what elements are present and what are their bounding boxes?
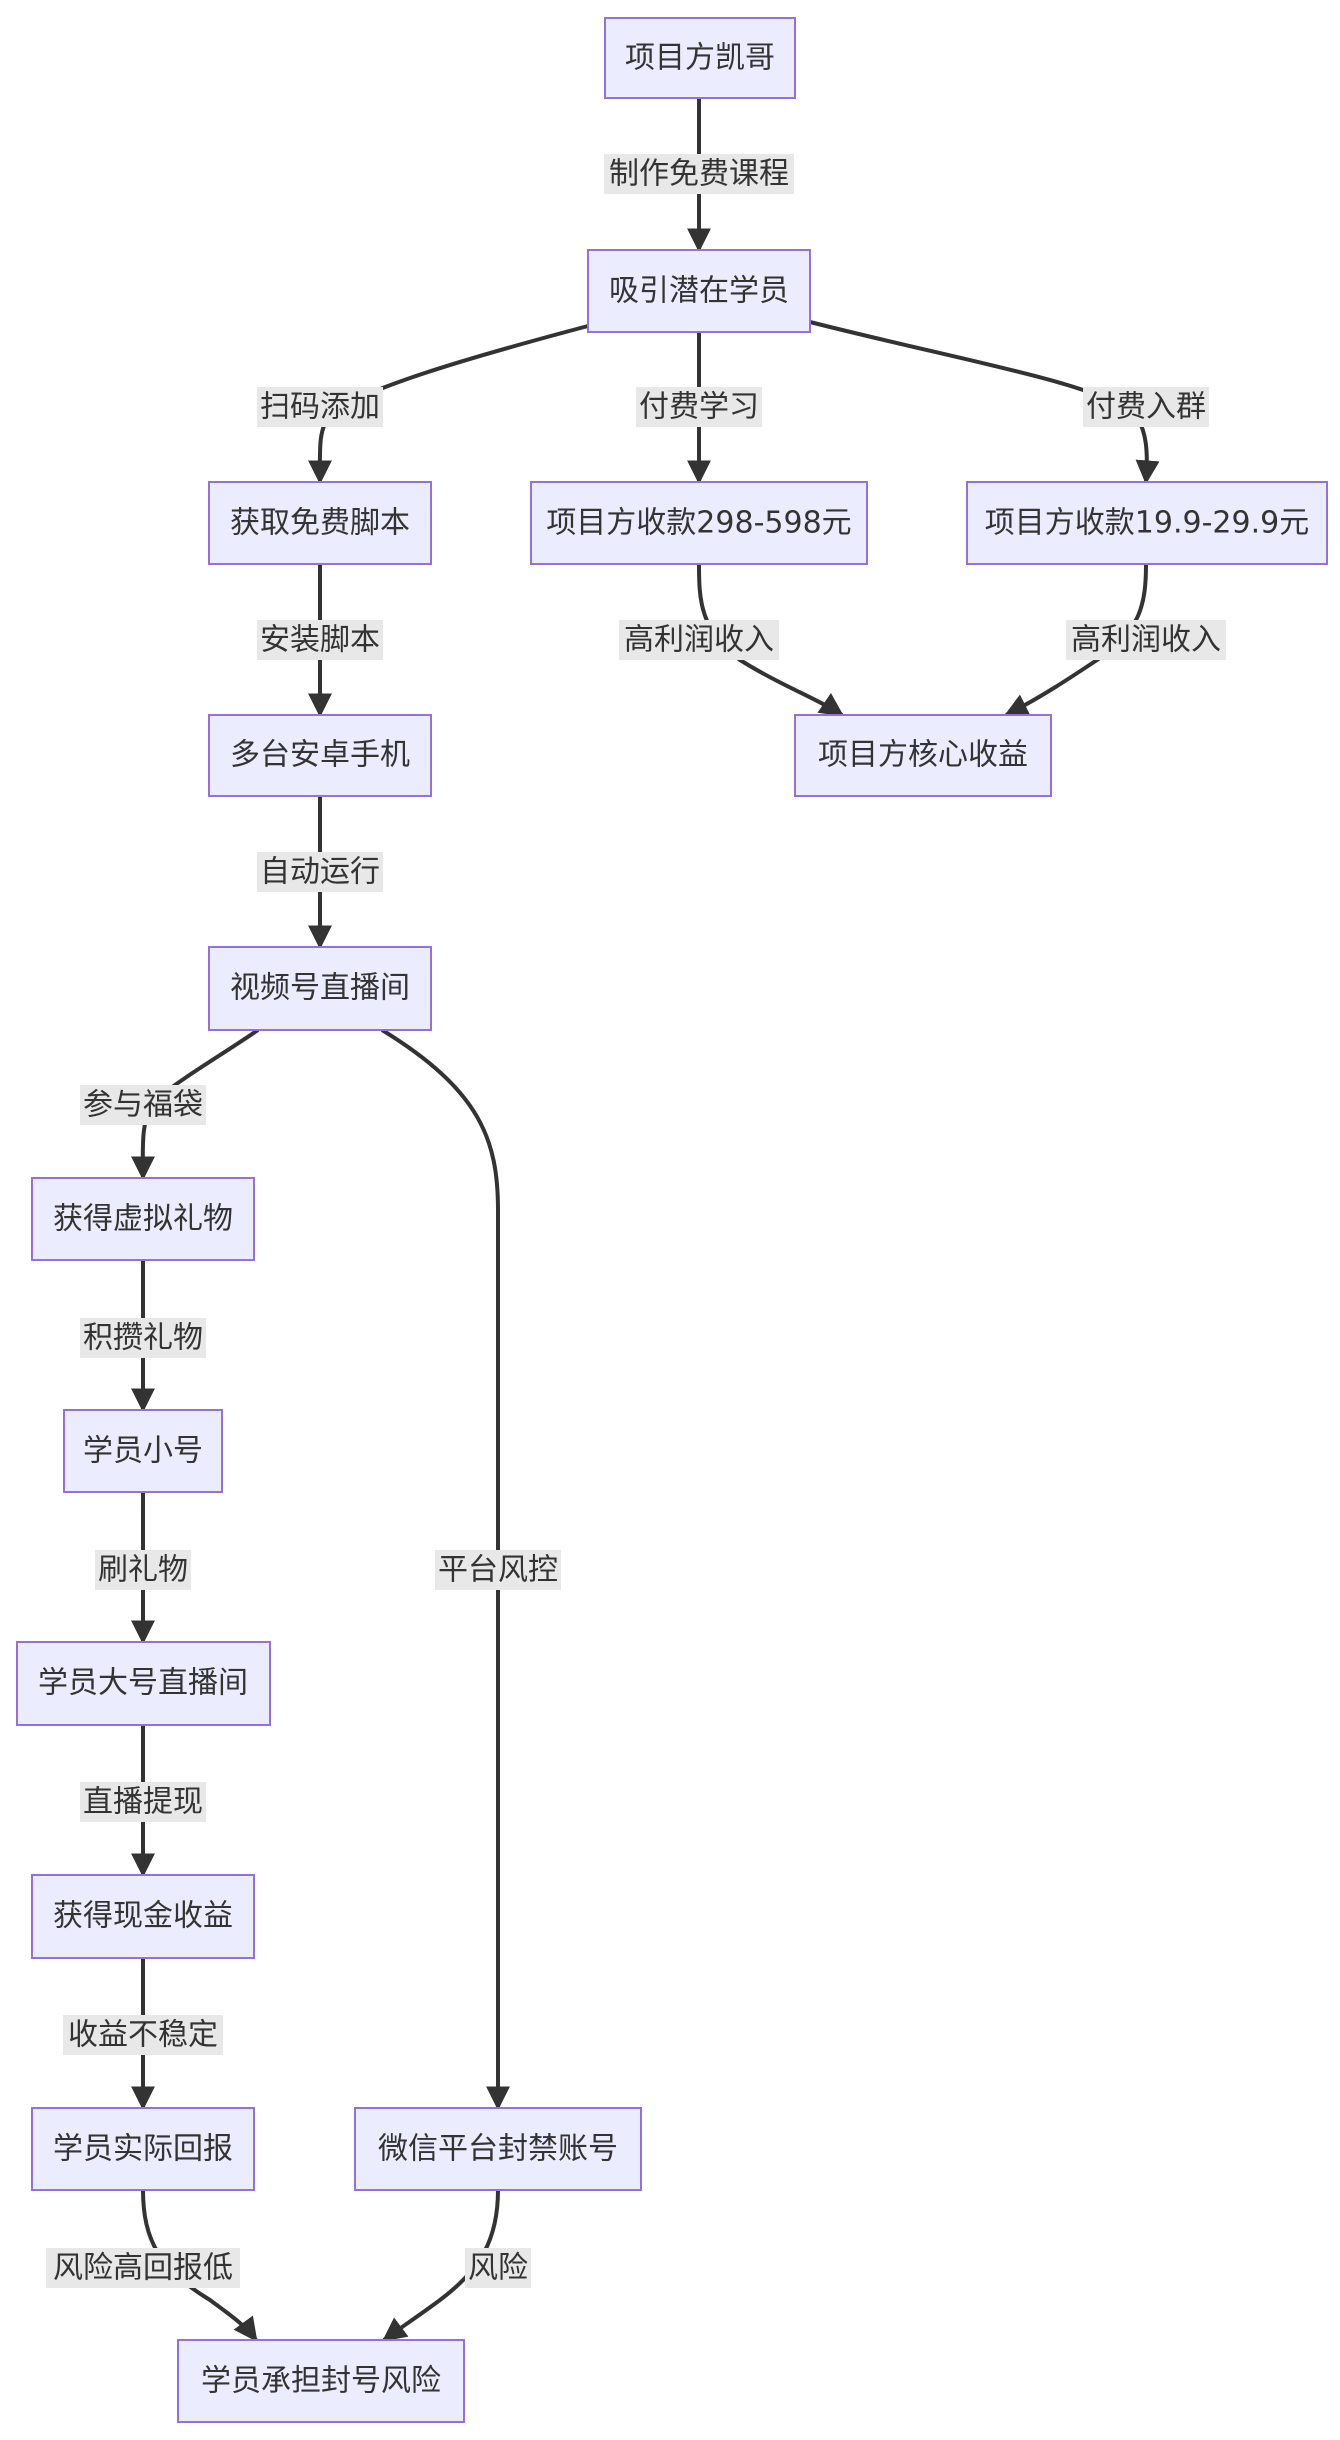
svg-text:学员大号直播间: 学员大号直播间 [38,1666,248,1701]
svg-text:积攒礼物: 积攒礼物 [83,1321,203,1356]
svg-text:视频号直播间: 视频号直播间 [230,971,410,1006]
node-cash[interactable]: 获得现金收益 [31,1874,255,1959]
svg-text:获取免费脚本: 获取免费脚本 [230,506,410,541]
svg-text:收益不稳定: 收益不稳定 [68,2018,218,2053]
edge-label-kai-attract: 制作免费课程 [604,154,794,194]
edge-label-ban-risk: 风险 [465,2248,531,2288]
svg-text:项目方凯哥: 项目方凯哥 [625,41,775,76]
node-risk[interactable]: 学员承担封号风险 [177,2339,465,2423]
edge-ban-risk [382,2189,500,2342]
node-attract[interactable]: 吸引潜在学员 [587,249,811,333]
svg-text:风险高回报低: 风险高回报低 [53,2251,233,2286]
edge-label-attract-pay298: 付费学习 [636,387,762,427]
node-script[interactable]: 获取免费脚本 [208,481,432,565]
svg-text:学员实际回报: 学员实际回报 [53,2132,233,2167]
svg-text:自动运行: 自动运行 [260,855,380,890]
edge-label-alt-mainlive: 刷礼物 [95,1550,191,1590]
svg-text:付费学习: 付费学习 [639,390,759,425]
node-alt[interactable]: 学员小号 [63,1409,223,1493]
svg-text:项目方核心收益: 项目方核心收益 [818,738,1028,773]
edge-actual-risk [141,2189,258,2342]
node-ban[interactable]: 微信平台封禁账号 [354,2107,642,2191]
svg-text:项目方收款298-598元: 项目方收款298-598元 [546,506,851,541]
edge-label-live-ban: 平台风控 [435,1550,561,1590]
edges [130,98,1160,2342]
node-pay298[interactable]: 项目方收款298-598元 [530,481,868,565]
node-live[interactable]: 视频号直播间 [208,946,432,1031]
svg-text:刷礼物: 刷礼物 [98,1553,188,1588]
edge-label-script-phones: 安装脚本 [257,620,383,660]
svg-text:安装脚本: 安装脚本 [260,623,380,658]
edge-live-ban [380,1028,510,2111]
svg-text:扫码添加: 扫码添加 [260,390,380,425]
node-kai[interactable]: 项目方凯哥 [604,17,796,99]
svg-text:直播提现: 直播提现 [83,1785,203,1820]
edge-label-actual-risk: 风险高回报低 [46,2248,240,2288]
node-phones[interactable]: 多台安卓手机 [208,714,432,797]
svg-text:付费入群: 付费入群 [1086,390,1206,425]
svg-text:多台安卓手机: 多台安卓手机 [230,738,410,773]
svg-text:获得虚拟礼物: 获得虚拟礼物 [53,1202,233,1237]
edge-label-phones-live: 自动运行 [257,852,383,892]
edge-label-mainlive-cash: 直播提现 [80,1782,206,1822]
svg-text:制作免费课程: 制作免费课程 [609,157,789,192]
node-core[interactable]: 项目方核心收益 [794,714,1052,797]
edge-labels: 制作免费课程 扫码添加 付费学习 付费入群 安装脚本 高利润收入 高利润收入 [46,154,1226,2288]
svg-text:学员承担封号风险: 学员承担封号风险 [201,2364,441,2399]
svg-text:微信平台封禁账号: 微信平台封禁账号 [378,2132,618,2167]
svg-text:吸引潜在学员: 吸引潜在学员 [609,274,789,309]
svg-text:高利润收入: 高利润收入 [1071,623,1221,658]
edge-label-cash-actual: 收益不稳定 [63,2015,223,2055]
svg-text:平台风控: 平台风控 [438,1553,558,1588]
edge-label-attract-pay19: 付费入群 [1083,387,1209,427]
edge-label-pay19-core: 高利润收入 [1066,620,1226,660]
svg-text:项目方收款19.9-29.9元: 项目方收款19.9-29.9元 [985,506,1309,541]
edge-label-live-gift: 参与福袋 [80,1085,206,1125]
svg-text:高利润收入: 高利润收入 [624,623,774,658]
node-mainlive[interactable]: 学员大号直播间 [16,1641,271,1726]
svg-text:获得现金收益: 获得现金收益 [53,1899,233,1934]
edge-label-gift-alt: 积攒礼物 [80,1318,206,1358]
node-pay19[interactable]: 项目方收款19.9-29.9元 [966,481,1328,565]
svg-text:参与福袋: 参与福袋 [83,1088,203,1123]
node-gift[interactable]: 获得虚拟礼物 [31,1177,255,1261]
edge-label-attract-script: 扫码添加 [257,387,383,427]
edge-label-pay298-core: 高利润收入 [619,620,779,660]
svg-text:学员小号: 学员小号 [83,1434,203,1469]
node-actual[interactable]: 学员实际回报 [31,2107,255,2191]
svg-text:风险: 风险 [468,2251,528,2286]
nodes: 项目方凯哥 吸引潜在学员 获取免费脚本 项目方收款298-598元 项目方收款1… [16,17,1328,2423]
